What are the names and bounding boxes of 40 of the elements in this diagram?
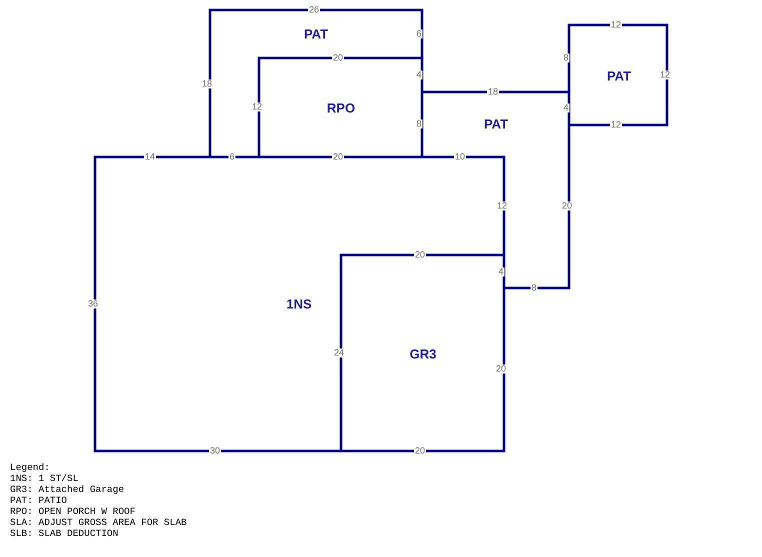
dimension-label: 12 [496,202,508,210]
dimension-label: 12 [251,102,263,112]
legend-entry: SLA: ADJUST GROSS AREA FOR SLAB [10,517,187,528]
dimension-label: 6 [228,152,236,162]
area-code-label: PAT [606,68,632,84]
legend-entry: PAT: PATIO [10,495,68,506]
legend-title: Legend: [10,462,50,473]
area-code-label: 1NS [286,296,312,312]
dimension-label: 12 [610,120,622,130]
dimension-label: 12 [659,70,671,80]
dimension-label: 20 [332,54,344,62]
dimension-label: 8 [530,284,538,292]
dimension-label: 20 [414,250,426,260]
legend-entry: GR3: Attached Garage [10,484,126,495]
area-code-label: RPO [326,100,356,116]
area-code-label: PAT [304,26,328,42]
area-code-label: GR3 [410,346,436,362]
legend-entry: 1NS: 1 ST/SL [10,473,80,484]
dimension-label: 8 [562,54,570,62]
dimension-label: 10 [454,152,466,162]
dimension-label: 30 [209,446,221,456]
dimension-label: 36 [87,300,99,308]
dimension-label: 20 [414,446,426,456]
dimension-label: 14 [144,152,156,162]
legend-entry: SLB: SLAB DEDUCTION [10,528,120,539]
dimension-label: 20 [495,364,507,374]
dimension-label: 6 [416,30,422,38]
dimension-label: 18 [201,80,213,88]
dimension-label: 4 [562,104,570,112]
dimension-label: 4 [498,268,504,276]
dimension-label: 26 [308,6,320,14]
dimension-label: 4 [416,70,422,80]
legend-entry: RPO: OPEN PORCH W ROOF [10,506,136,517]
dimension-label: 20 [332,152,344,162]
area-code-label: PAT [484,116,508,132]
dimension-label: 20 [561,202,573,210]
dimension-label: 24 [333,348,345,358]
dimension-label: 18 [487,88,499,96]
dimension-label: 8 [416,120,422,128]
dimension-label: 12 [610,20,622,30]
